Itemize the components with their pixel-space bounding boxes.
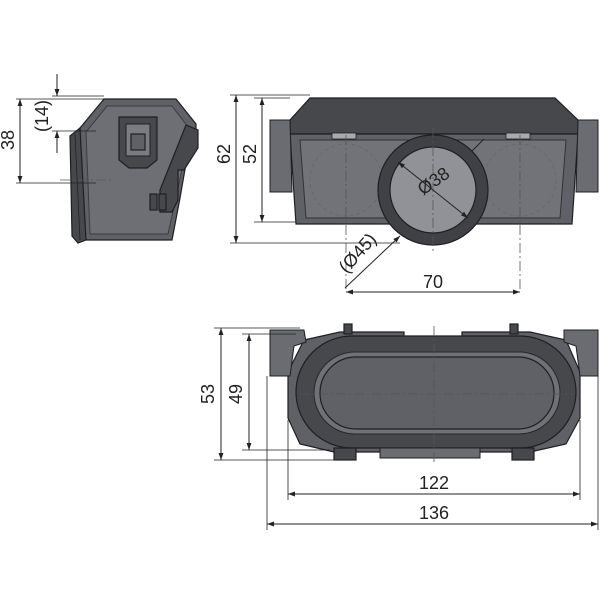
front-view-clip-left [331, 132, 357, 140]
top-view-foot-right [511, 447, 535, 461]
top-view-tab-right [509, 323, 519, 335]
front-view-dim-52-label: 52 [240, 144, 260, 164]
top-view-dim-53-label: 53 [198, 384, 218, 404]
top-view-outlet [379, 447, 481, 459]
front-view-dim-d38-line [397, 161, 469, 219]
front-view-dim-d45-leader [344, 235, 401, 289]
side-view-latch-left [149, 193, 158, 211]
front-view-dim-70-label: 70 [423, 272, 443, 292]
front-view-dim-62-label: 62 [214, 144, 234, 164]
side-view: 38 (14) [0, 74, 199, 244]
side-view-latch-right [158, 193, 167, 211]
top-view-lid-inner [319, 356, 555, 430]
front-view-bracket-right [575, 119, 599, 193]
side-view-flange-edge [74, 133, 81, 241]
side-view-flange [69, 126, 87, 244]
top-view-foot-left [333, 447, 357, 461]
top-view-bracket-right [563, 329, 599, 377]
side-view-clip-tab [130, 133, 146, 151]
top-view-dim-122-label: 122 [419, 473, 449, 493]
top-view-dim-136-label: 136 [419, 503, 449, 523]
top-view-dim-49-label: 49 [226, 384, 246, 404]
side-view-dim-38-label: 38 [0, 130, 18, 150]
front-view-dim-d45-label: (Ø45) [335, 229, 381, 277]
top-view-bracket-left [269, 329, 307, 377]
side-view-dim-14-label: (14) [32, 100, 52, 132]
front-view: Ø38 (Ø45) 62 52 70 [214, 94, 599, 295]
top-view-tab-left [343, 323, 353, 335]
front-view-bracket-left [269, 119, 293, 193]
top-view: 53 49 122 136 [198, 323, 599, 530]
front-view-lid [289, 97, 579, 135]
front-view-clip-right [505, 132, 531, 140]
front-view-dim-d45-tail [471, 138, 485, 152]
